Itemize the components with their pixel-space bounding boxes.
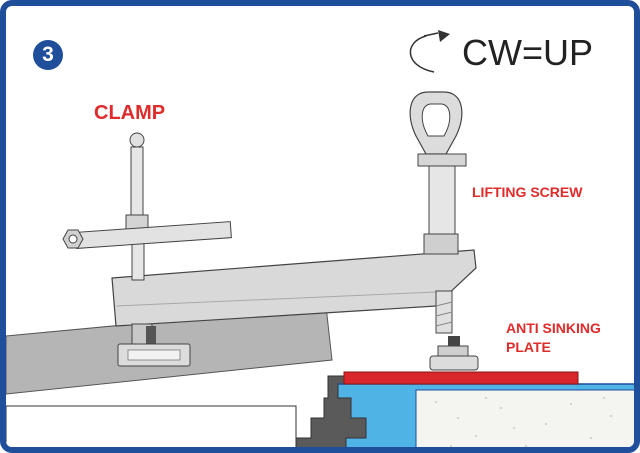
anti-sinking-plate-label: ANTI SINKING PLATE xyxy=(506,319,634,357)
concrete-slab xyxy=(416,390,634,447)
anti-sinking-plate-label-line1: ANTI SINKING xyxy=(506,320,601,336)
rotate-clockwise-arrow-icon xyxy=(409,30,450,73)
step-number-badge: 3 xyxy=(33,40,63,70)
clamp-rod xyxy=(117,132,191,367)
clamp-diagram xyxy=(6,30,634,447)
clamp-beam xyxy=(111,249,477,327)
lifting-screw xyxy=(409,91,479,371)
clamp-handle xyxy=(62,221,232,249)
anti-sinking-plate-label-line2: PLATE xyxy=(506,339,551,355)
anti-sinking-plate xyxy=(343,371,579,385)
clamp-label: CLAMP xyxy=(94,102,166,124)
lifting-screw-label: LIFTING SCREW xyxy=(472,184,583,200)
cw-up-label: CW=UP xyxy=(462,32,594,73)
